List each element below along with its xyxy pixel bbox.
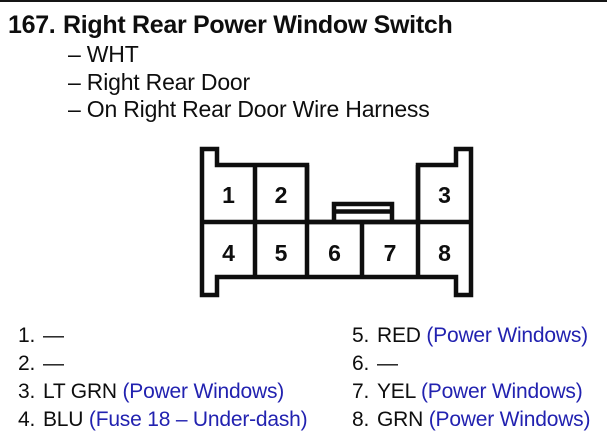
pin-wire-color: GRN bbox=[377, 408, 424, 431]
detail-line-harness: – On Right Rear Door Wire Harness bbox=[68, 96, 430, 122]
pin-number: 6. bbox=[352, 352, 370, 375]
section-title: Right Rear Power Window Switch bbox=[63, 11, 453, 39]
cavity-number-7: 7 bbox=[384, 240, 397, 266]
pin-wire-color: — bbox=[43, 324, 64, 347]
pin-row-7: 7. YEL (Power Windows) bbox=[352, 380, 583, 408]
pin-row-8: 8. GRN (Power Windows) bbox=[352, 408, 590, 436]
cavity-number-6: 6 bbox=[328, 240, 341, 266]
section-number: 167. bbox=[8, 11, 56, 39]
connector-cavity-dividers bbox=[202, 165, 471, 277]
pin-row-6: 6. — bbox=[352, 352, 398, 380]
pin-wire-color: LT GRN bbox=[43, 380, 117, 403]
connector-housing-outline bbox=[199, 146, 474, 298]
pin-wire-color: — bbox=[43, 352, 64, 375]
pin-number: 4. bbox=[18, 408, 36, 431]
pin-number: 1. bbox=[18, 324, 36, 347]
connector-diagram: 1 2 3 4 5 6 7 8 bbox=[196, 142, 478, 300]
cavity-number-1: 1 bbox=[222, 182, 235, 208]
pin-circuit-note: (Fuse 18 – Under-dash) bbox=[88, 408, 308, 431]
pin-wire-color: BLU bbox=[43, 408, 84, 431]
pin-number: 7. bbox=[352, 380, 370, 403]
cavity-number-4: 4 bbox=[222, 240, 235, 266]
pin-circuit-note: (Power Windows) bbox=[426, 324, 588, 347]
pin-wire-color: — bbox=[377, 352, 398, 375]
cavity-number-3: 3 bbox=[438, 182, 451, 208]
pin-circuit-note: (Power Windows) bbox=[122, 380, 285, 403]
pin-row-1: 1. — bbox=[18, 324, 64, 352]
pin-row-2: 2. — bbox=[18, 352, 64, 380]
connector-latch-tab bbox=[331, 201, 395, 222]
component-details: – WHT – Right Rear Door – On Right Rear … bbox=[68, 41, 430, 124]
pin-number: 2. bbox=[18, 352, 36, 375]
detail-line-color: – WHT bbox=[68, 41, 139, 67]
pin-row-3: 3. LT GRN (Power Windows) bbox=[18, 380, 284, 408]
cavity-number-2: 2 bbox=[275, 182, 288, 208]
pin-row-4: 4. BLU (Fuse 18 – Under-dash) bbox=[18, 408, 308, 436]
pin-circuit-note: (Power Windows) bbox=[428, 408, 591, 431]
pin-number: 5. bbox=[352, 324, 370, 347]
scan-artifact-line bbox=[0, 0, 607, 2]
section-header: 167.Right Rear Power Window Switch bbox=[8, 11, 453, 40]
detail-line-location: – Right Rear Door bbox=[68, 68, 250, 95]
cavity-number-8: 8 bbox=[438, 240, 451, 266]
pin-circuit-note: (Power Windows) bbox=[420, 380, 583, 403]
pin-number: 3. bbox=[18, 380, 36, 403]
cavity-number-5: 5 bbox=[275, 240, 288, 266]
pin-row-5: 5. RED (Power Windows) bbox=[352, 324, 588, 352]
pin-number: 8. bbox=[352, 408, 370, 431]
pin-wire-color: YEL bbox=[377, 380, 416, 403]
pin-wire-color: RED bbox=[377, 324, 421, 347]
connector-outline-svg: 1 2 3 4 5 6 7 8 bbox=[199, 146, 474, 298]
